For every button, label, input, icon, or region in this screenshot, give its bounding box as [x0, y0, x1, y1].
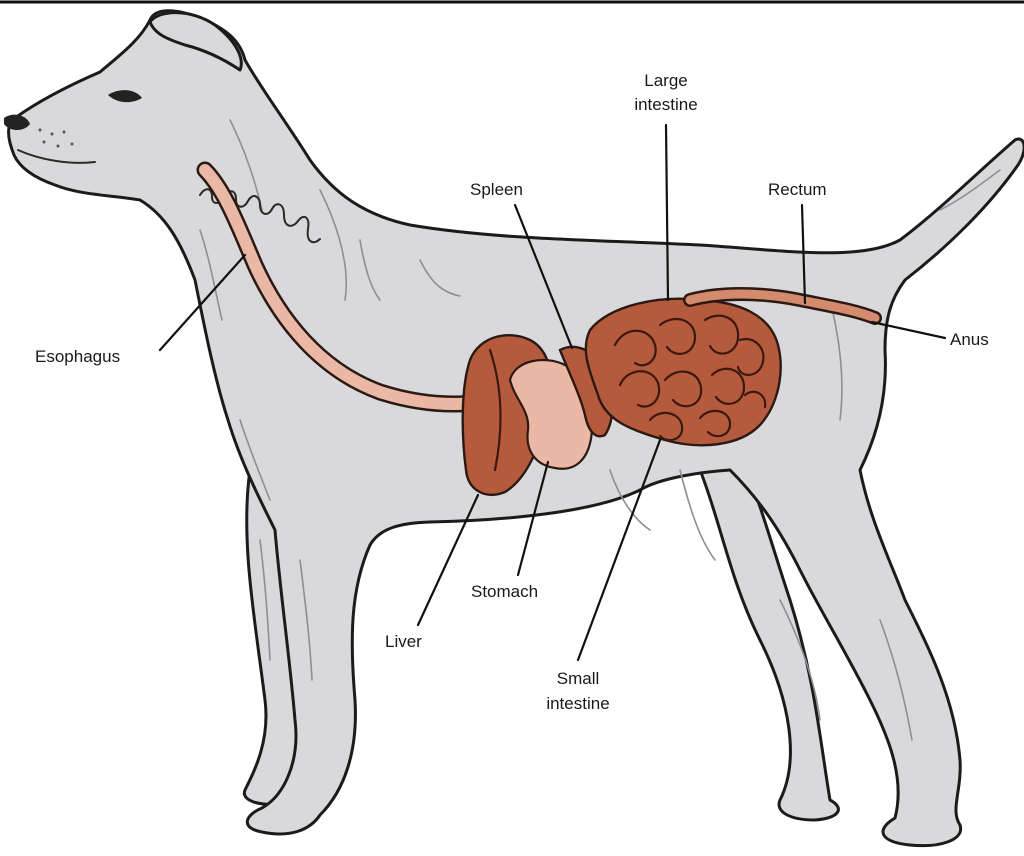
leader-lines [158, 123, 947, 662]
label-liver: Liver [385, 632, 422, 651]
leader-stomach [516, 460, 550, 577]
stomach-organ [508, 358, 594, 470]
fur-shading [199, 119, 1001, 741]
leader-large-intestine [664, 123, 670, 302]
intestine-coils [613, 314, 767, 442]
leader-small-intestine [576, 438, 662, 662]
leader-rectum [800, 203, 807, 305]
leader-esophagus [158, 253, 247, 352]
label-anus: Anus [950, 330, 989, 349]
leader-liver [416, 493, 480, 627]
dog-mouth [17, 149, 96, 164]
label-rectum: Rectum [768, 180, 827, 199]
dog-eye [108, 90, 142, 103]
leader-spleen [513, 203, 574, 350]
leader-anus [870, 320, 947, 340]
label-large-intestine-line2: intestine [634, 95, 697, 114]
dog-nose [4, 114, 30, 130]
label-small-intestine-line2: intestine [546, 694, 609, 713]
digestive-organs [196, 161, 882, 496]
labels: Esophagus Spleen Large intestine Rectum … [35, 71, 989, 713]
label-esophagus: Esophagus [35, 347, 120, 366]
far-hind-leg [698, 468, 840, 822]
label-large-intestine-line1: Large [644, 71, 687, 90]
label-small-intestine-line1: Small [557, 669, 600, 688]
label-spleen: Spleen [470, 180, 523, 199]
muzzle-dots [38, 128, 74, 148]
dog-ear [148, 11, 243, 72]
label-stomach: Stomach [471, 582, 538, 601]
